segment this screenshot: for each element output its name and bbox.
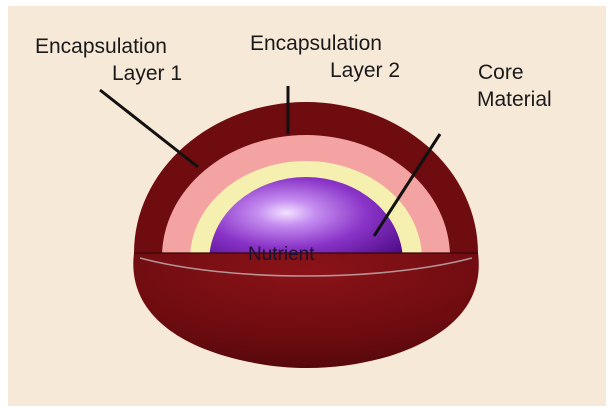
label-layer2-line1: Encapsulation [250, 32, 382, 55]
label-layer2-line2: Layer 2 [330, 59, 400, 82]
label-layer1-line2: Layer 1 [112, 62, 182, 85]
label-core-line2: Material [477, 88, 552, 111]
label-core-line1: Core [478, 61, 524, 84]
label-layer1-line1: Encapsulation [35, 35, 167, 58]
label-nutrient: Nutrient [248, 244, 315, 265]
